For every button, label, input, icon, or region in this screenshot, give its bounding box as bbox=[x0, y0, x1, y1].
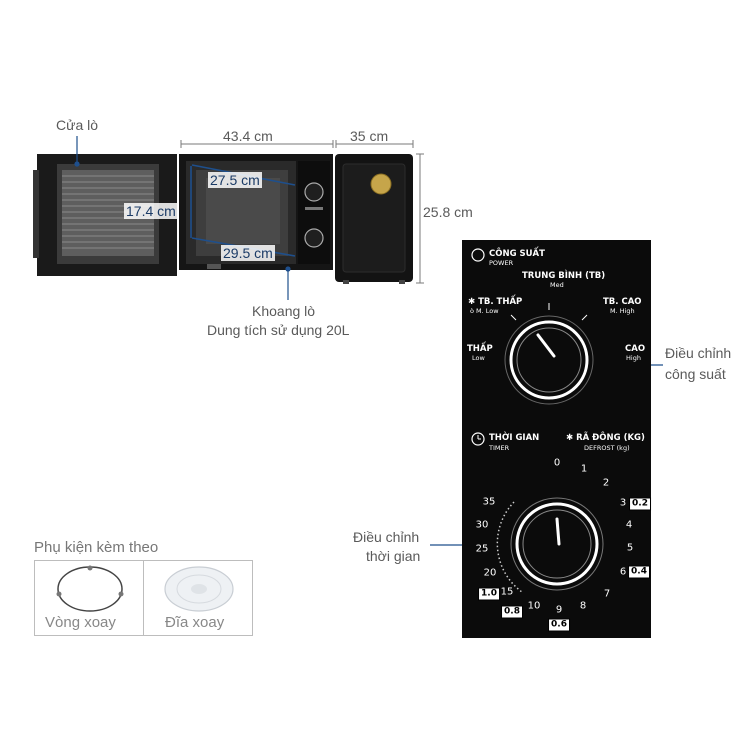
timer-number: 9 bbox=[555, 604, 563, 616]
width-dimension: 43.4 cm bbox=[223, 128, 273, 144]
timer-number: 4 bbox=[625, 519, 633, 531]
timer-number: 1 bbox=[580, 463, 588, 475]
depth-dimension: 35 cm bbox=[350, 128, 389, 144]
timer-dial bbox=[496, 497, 604, 593]
power-mlow-sub: ò M. Low bbox=[470, 307, 499, 315]
timer-number: 8 bbox=[579, 600, 587, 612]
power-high-sub: High bbox=[626, 354, 641, 362]
control-panel: CÔNG SUẤT POWER TRUNG BÌNH (TB) Med ✱ TB… bbox=[462, 240, 651, 638]
timer-callout-line1: Điều chỉnh bbox=[353, 529, 420, 545]
power-med-label: TRUNG BÌNH (TB) bbox=[522, 271, 606, 281]
defrost-subtitle: DEFROST (kg) bbox=[584, 444, 630, 452]
power-callout-line2: công suất bbox=[665, 366, 726, 382]
timer-number: 35 bbox=[482, 496, 496, 508]
timer-number: 7 bbox=[603, 588, 611, 600]
microwave-side-view bbox=[335, 154, 413, 284]
cavity-height-dimension: 17.4 cm bbox=[124, 203, 178, 219]
plate-icon bbox=[164, 566, 234, 612]
cavity-width-dimension: 27.5 cm bbox=[208, 172, 262, 188]
cavity-label: Khoang lò bbox=[252, 303, 316, 319]
power-title: CÔNG SUẤT bbox=[489, 249, 545, 259]
defrost-weight: 1.0 bbox=[478, 587, 500, 601]
timer-number: 15 bbox=[500, 586, 514, 598]
defrost-title: ✱ RÃ ĐÔNG (KG) bbox=[566, 433, 645, 443]
power-high-label: CAO bbox=[625, 344, 646, 354]
height-dimension: 25.8 cm bbox=[423, 204, 473, 220]
timer-number: 3 bbox=[619, 497, 627, 509]
defrost-weight: 0.4 bbox=[628, 565, 650, 579]
power-subtitle: POWER bbox=[489, 259, 514, 267]
accessories-title: Phụ kiện kèm theo bbox=[34, 539, 159, 556]
defrost-weight: 0.6 bbox=[548, 618, 570, 632]
power-mhigh-label: TB. CAO bbox=[603, 297, 642, 307]
timer-callout-line2: thời gian bbox=[366, 548, 421, 564]
accessory-plate: Đĩa xoay bbox=[143, 560, 253, 636]
power-knob bbox=[304, 182, 324, 202]
defrost-icon: ✱ bbox=[566, 433, 574, 443]
cavity-depth-dimension: 29.5 cm bbox=[221, 245, 275, 261]
power-med-sub: Med bbox=[550, 281, 564, 289]
power-dial bbox=[504, 303, 594, 405]
timer-number: 30 bbox=[475, 519, 489, 531]
ring-label: Vòng xoay bbox=[45, 614, 116, 631]
door-label: Cửa lò bbox=[56, 117, 99, 133]
timer-number: 2 bbox=[602, 477, 610, 489]
power-icon bbox=[471, 248, 485, 262]
timer-number: 25 bbox=[475, 543, 489, 555]
timer-number: 5 bbox=[626, 542, 634, 554]
capacity-label: Dung tích sử dụng 20L bbox=[207, 322, 350, 338]
timer-number: 6 bbox=[619, 566, 627, 578]
accessory-ring: Vòng xoay bbox=[34, 560, 144, 636]
control-panel-graphics bbox=[471, 248, 604, 593]
defrost-weight: 0.2 bbox=[629, 497, 651, 511]
power-mlow-label: ✱ TB. THẤP bbox=[468, 297, 523, 307]
timer-number: 20 bbox=[483, 567, 497, 579]
timer-number: 0 bbox=[553, 457, 561, 469]
timer-knob bbox=[304, 228, 324, 248]
power-low-sub: Low bbox=[472, 354, 485, 362]
rating-label-icon bbox=[370, 173, 392, 195]
power-low-label: THẤP bbox=[467, 344, 493, 354]
timer-number: 10 bbox=[527, 600, 541, 612]
plate-label: Đĩa xoay bbox=[165, 614, 225, 631]
defrost-weight: 0.8 bbox=[501, 605, 523, 619]
clock-icon bbox=[471, 432, 485, 446]
timer-title: THỜI GIAN bbox=[489, 433, 540, 443]
ring-icon bbox=[56, 565, 124, 612]
timer-subtitle: TIMER bbox=[489, 444, 510, 452]
power-callout-line1: Điều chỉnh bbox=[665, 345, 732, 361]
power-mhigh-sub: M. High bbox=[610, 307, 635, 315]
